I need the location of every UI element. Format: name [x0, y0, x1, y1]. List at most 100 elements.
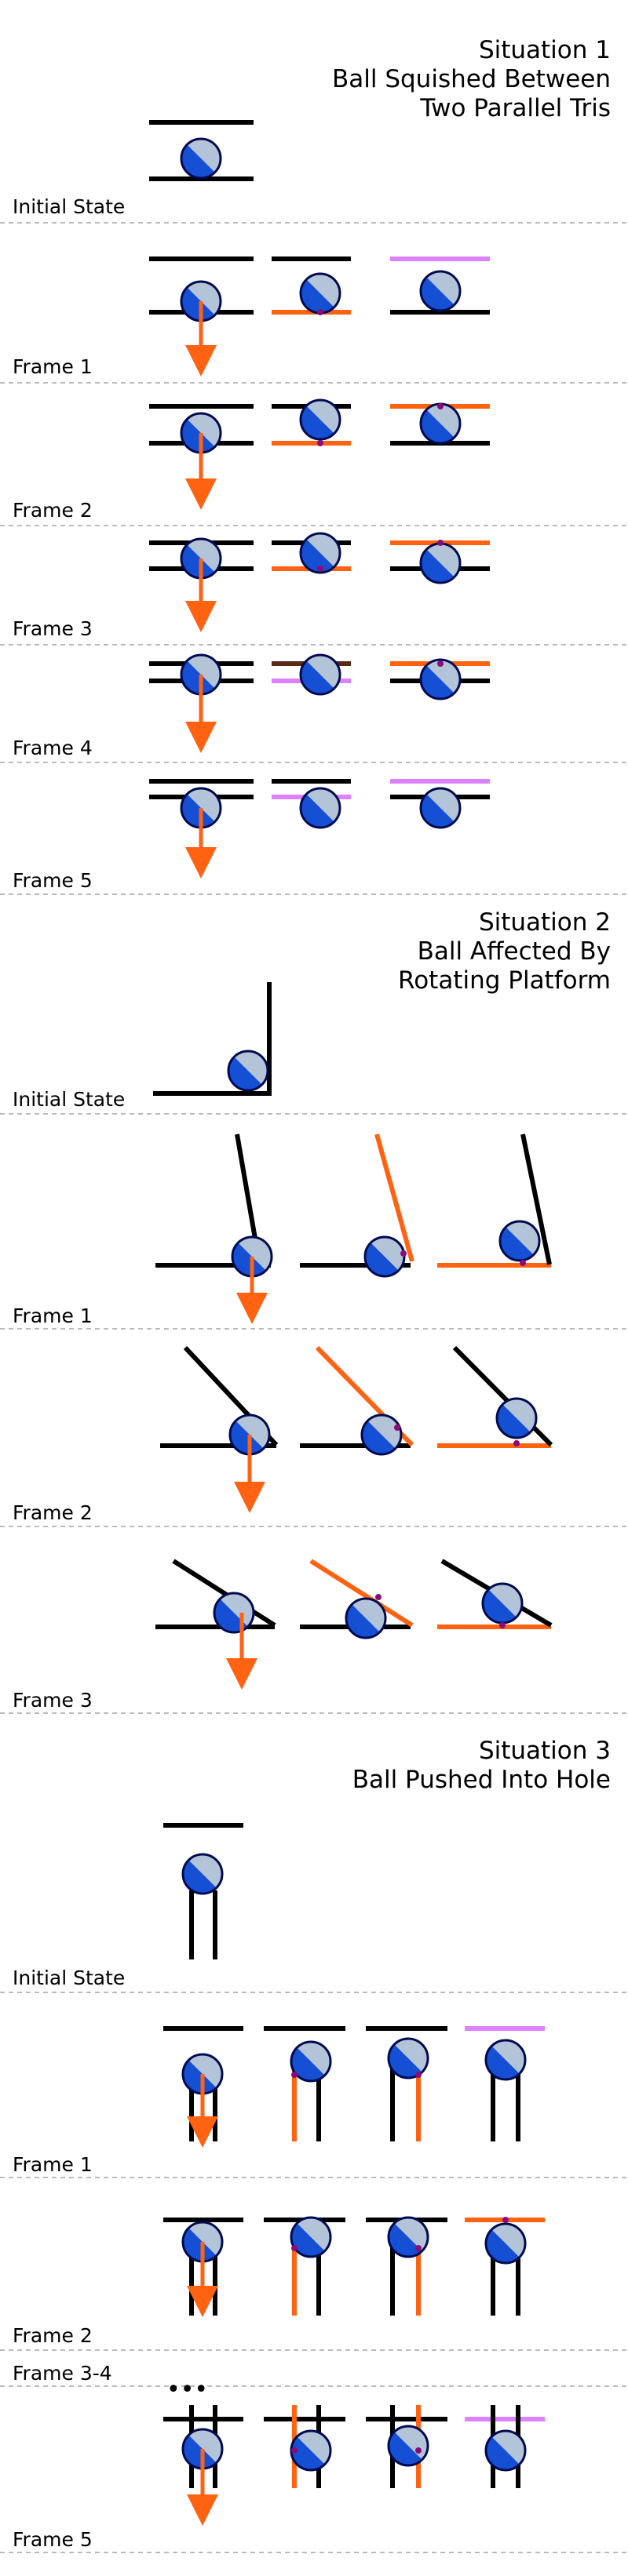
ball-shade	[181, 419, 215, 453]
ball-shade	[389, 2432, 422, 2465]
title-line: Situation 2	[479, 908, 611, 937]
ball-outline	[299, 653, 341, 696]
ball-shade	[497, 1404, 531, 1438]
ball-shade	[228, 1057, 262, 1090]
title-line: Ball Pushed Into Hole	[352, 1766, 611, 1794]
ball-shade	[421, 665, 455, 699]
ball-shade	[183, 2228, 217, 2261]
contact-point	[317, 566, 323, 572]
ball-outline	[299, 532, 341, 574]
ball	[419, 787, 462, 829]
contact-point	[317, 440, 323, 446]
ball-outline	[387, 2037, 429, 2079]
ball	[419, 658, 462, 700]
frame-label: Frame 4	[13, 737, 93, 759]
ball-outline	[227, 1050, 269, 1092]
triangle-edge	[520, 1133, 552, 1265]
ball	[213, 1592, 255, 1634]
ball-shade	[365, 1243, 399, 1276]
ball-shade	[183, 1860, 217, 1894]
contact-point	[415, 2072, 422, 2078]
ball-shade	[389, 2044, 422, 2078]
ball-outline	[484, 2429, 527, 2472]
frame-label: Frame 2	[13, 499, 93, 522]
contact-point	[291, 2072, 298, 2078]
ellipsis-glyph: •••	[166, 2376, 208, 2403]
ball	[227, 1050, 269, 1092]
frame-label: Frame 3-4	[13, 2362, 112, 2385]
ball	[299, 653, 341, 696]
ball-shade	[291, 2047, 325, 2081]
ball-outline	[387, 2425, 429, 2467]
ball	[419, 270, 462, 312]
ball-shade	[181, 794, 215, 828]
title-line: Ball Affected By	[418, 937, 611, 966]
ball-shade	[183, 2060, 217, 2094]
frame-label: Frame 1	[13, 355, 93, 378]
ball-shade	[486, 2046, 520, 2079]
title-line: Situation 1	[479, 36, 611, 64]
initial-state-label: Initial State	[13, 195, 125, 218]
ball	[495, 1397, 538, 1439]
ball-shade	[500, 1227, 534, 1261]
contact-point	[437, 660, 444, 667]
ball-outline	[299, 787, 341, 829]
frame-label: Frame 3	[13, 1689, 93, 1712]
ball-shade	[421, 277, 455, 311]
ball-shade	[230, 1421, 264, 1454]
ball-outline	[181, 1853, 224, 1895]
ball-shade	[301, 794, 334, 828]
contact-point	[513, 1440, 520, 1446]
title-line: Rotating Platform	[398, 966, 611, 995]
contact-point	[499, 1622, 506, 1628]
ball-shade	[301, 279, 334, 313]
title-line: Ball Squished Between	[332, 65, 611, 93]
contact-point	[394, 1424, 400, 1431]
ball-shade	[483, 1589, 517, 1623]
ball	[299, 398, 341, 441]
ball-shade	[232, 1243, 266, 1276]
ball-outline	[387, 2216, 429, 2258]
initial-state-label: Initial State	[13, 1088, 125, 1111]
contact-point	[317, 309, 323, 315]
ball	[345, 1597, 387, 1639]
ball-outline	[484, 2222, 527, 2265]
ball	[299, 272, 341, 315]
ball-shade	[183, 2435, 217, 2469]
ball	[299, 787, 341, 829]
ball	[290, 2040, 332, 2083]
ball-shade	[301, 660, 334, 694]
ball-shade	[346, 1604, 380, 1638]
contact-point	[502, 2217, 509, 2223]
ball-outline	[495, 1397, 538, 1439]
ball-outline	[360, 1414, 403, 1456]
triangle-edge	[172, 1559, 276, 1628]
ball-outline	[419, 658, 462, 700]
frame-label: Frame 2	[13, 1501, 93, 1524]
ball-outline	[363, 1235, 406, 1278]
contact-edge	[309, 1559, 414, 1628]
frame-label: Frame 1	[13, 2153, 93, 2176]
ball	[181, 1853, 224, 1895]
situation-1-title: Situation 1 Ball Squished Between Two Pa…	[332, 36, 611, 122]
contact-point	[415, 2245, 422, 2251]
triangle-edge	[452, 1345, 553, 1447]
ball-outline	[498, 1220, 541, 1262]
ball-outline	[213, 1592, 255, 1634]
ball-shade	[181, 660, 215, 694]
ball-shade	[421, 794, 455, 828]
frame-label: Frame 1	[13, 1304, 93, 1327]
ball	[484, 2222, 527, 2265]
ball-shade	[301, 539, 334, 573]
situation-2-title: Situation 2 Ball Affected By Rotating Pl…	[398, 908, 611, 995]
row-labels: Initial State Frame 1 Frame 2 Frame 3 Fr…	[13, 195, 208, 2551]
frame-label: Frame 5	[13, 869, 93, 892]
ball	[419, 542, 462, 584]
ball-shade	[421, 549, 455, 583]
situation-3-title: Situation 3 Ball Pushed Into Hole	[352, 1737, 611, 1794]
ball-shade	[389, 2223, 422, 2257]
contact-point	[437, 540, 444, 546]
ball	[498, 1220, 541, 1262]
title-line: Situation 3	[479, 1737, 611, 1765]
ball	[360, 1414, 403, 1456]
